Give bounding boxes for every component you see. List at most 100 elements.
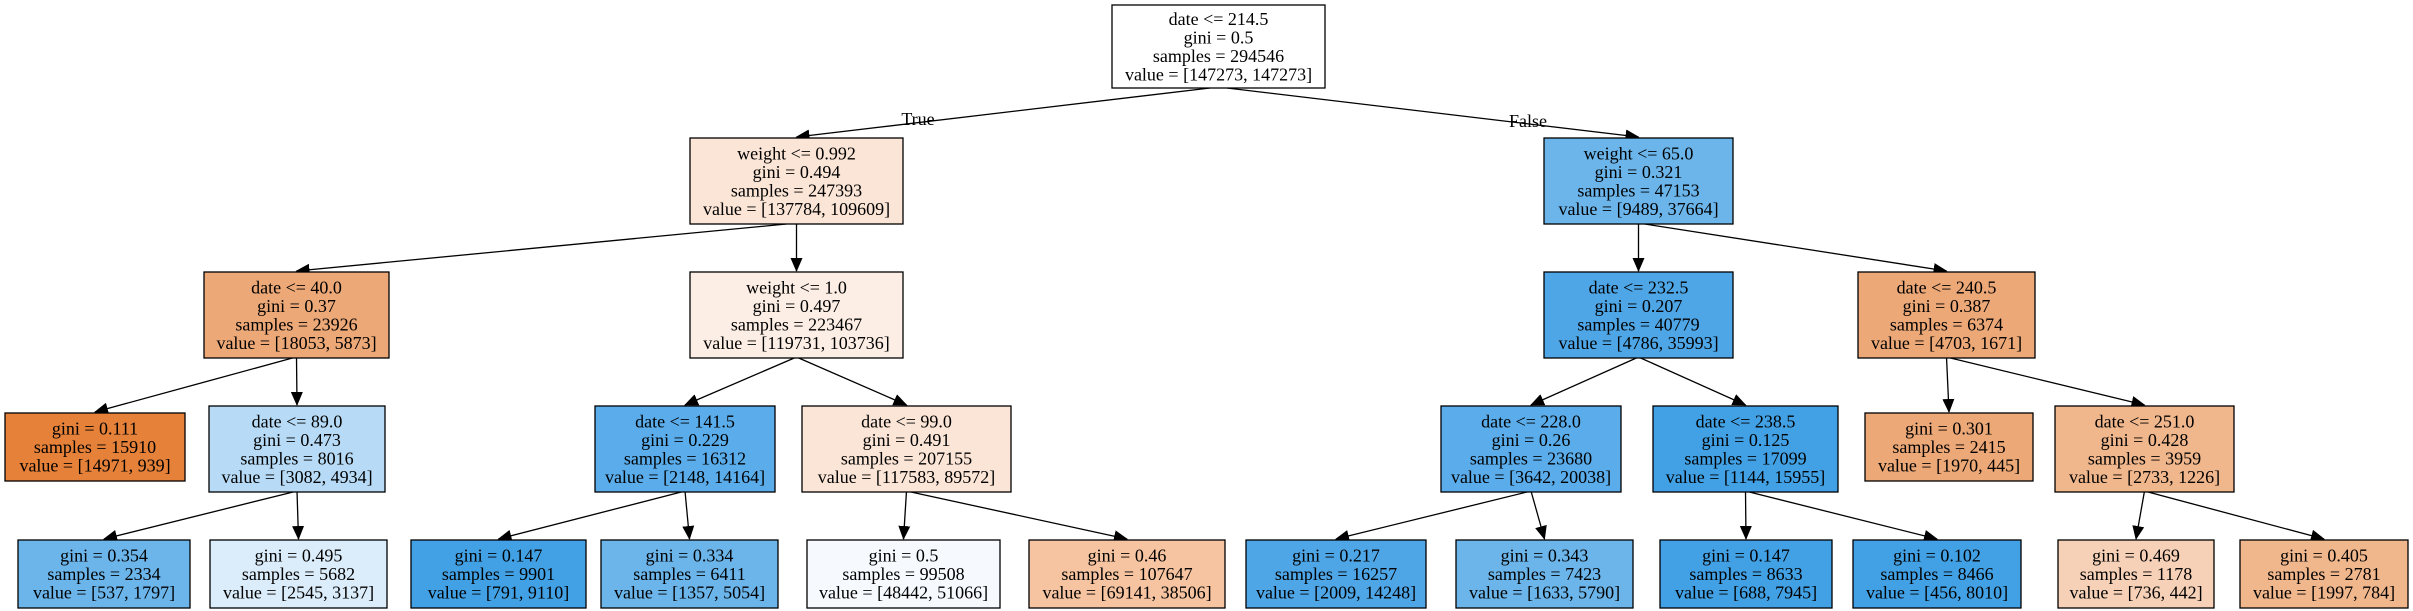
node-box <box>2057 539 2215 609</box>
edge-n1-n3 <box>295 223 787 276</box>
node-line: samples = 2415 <box>1892 437 2005 457</box>
edge-n14-n26 <box>2147 491 2325 542</box>
node-line: samples = 16312 <box>624 448 746 468</box>
node-line: gini = 0.343 <box>1501 546 1589 566</box>
node-box <box>2239 539 2409 609</box>
node-line: gini = 0.405 <box>2280 546 2368 566</box>
node-line: value = [48442, 51066] <box>819 583 988 603</box>
node-box <box>1543 137 1734 225</box>
node-line: samples = 17099 <box>1684 448 1806 468</box>
node-line: samples = 2781 <box>2267 564 2380 584</box>
node-box <box>801 405 1012 493</box>
edge-n5-n12 <box>1640 357 1747 406</box>
node-line: gini = 0.37 <box>257 296 336 316</box>
node-line: gini = 0.497 <box>753 296 841 316</box>
node-line: value = [14971, 939] <box>19 456 170 476</box>
node-line: weight <= 65.0 <box>1584 143 1694 163</box>
node-box <box>1659 539 1833 609</box>
node-line: value = [791, 9110] <box>428 583 569 603</box>
node-line: samples = 223467 <box>731 314 862 334</box>
node-line: gini = 0.5 <box>869 546 939 566</box>
node-box <box>1028 539 1226 609</box>
node-line: date <= 251.0 <box>2095 411 2195 431</box>
node-line: samples = 3959 <box>2088 448 2201 468</box>
node-line: gini = 0.301 <box>1905 419 1993 439</box>
node-line: samples = 99508 <box>842 564 964 584</box>
node-line: value = [537, 1797] <box>33 583 175 603</box>
node-line: samples = 40779 <box>1577 314 1699 334</box>
edge-n9-n18 <box>682 491 695 540</box>
node-line: samples = 207155 <box>841 448 972 468</box>
node-line: samples = 2334 <box>47 564 160 584</box>
edge-n0-n2 <box>1226 87 1640 142</box>
node-line: gini = 0.147 <box>1702 546 1790 566</box>
node-line: samples = 8466 <box>1880 564 1993 584</box>
edge-n8-n16 <box>292 491 305 540</box>
node-line: date <= 89.0 <box>252 411 343 431</box>
node-line: gini = 0.495 <box>255 546 343 566</box>
node-line: samples = 7423 <box>1488 564 1601 584</box>
edge-n11-n21 <box>1335 491 1528 542</box>
node-box <box>1455 539 1634 609</box>
node-line: value = [119731, 103736] <box>703 333 889 353</box>
node-line: gini = 0.217 <box>1292 546 1380 566</box>
node-line: gini = 0.125 <box>1702 430 1790 450</box>
node-box <box>17 539 191 609</box>
node-box <box>203 271 390 359</box>
edge-n2-n6 <box>1644 223 1948 275</box>
node-line: value = [1357, 5054] <box>614 583 765 603</box>
node-line: value = [688, 7945] <box>1675 583 1817 603</box>
node-line: samples = 8633 <box>1689 564 1802 584</box>
edge-n9-n17 <box>497 491 682 542</box>
node-line: date <= 232.5 <box>1589 277 1689 297</box>
node-line: gini = 0.5 <box>1184 27 1254 47</box>
node-box <box>209 539 388 609</box>
node-line: value = [69141, 38506] <box>1042 583 1211 603</box>
node-line: date <= 240.5 <box>1897 277 1997 297</box>
node-box <box>2054 405 2235 493</box>
edge-n14-n25 <box>2132 491 2145 540</box>
node-line: date <= 228.0 <box>1481 411 1581 431</box>
node-line: gini = 0.469 <box>2092 546 2180 566</box>
node-line: samples = 47153 <box>1577 180 1699 200</box>
node-box <box>594 405 776 493</box>
node-line: value = [3082, 4934] <box>221 467 372 487</box>
node-line: gini = 0.147 <box>455 546 543 566</box>
node-line: samples = 15910 <box>34 437 156 457</box>
node-line: value = [2009, 14248] <box>1256 583 1416 603</box>
node-line: value = [456, 8010] <box>1866 583 2008 603</box>
edge-n6-n13 <box>1942 357 1955 413</box>
node-box <box>410 539 587 609</box>
node-line: gini = 0.321 <box>1595 162 1683 182</box>
edge-n4-n9 <box>684 357 795 406</box>
node-line: value = [117583, 89572] <box>818 467 995 487</box>
node-line: value = [4786, 35993] <box>1558 333 1718 353</box>
edge-n8-n15 <box>103 491 294 542</box>
edge-n4-n10 <box>798 357 908 406</box>
node-line: samples = 8016 <box>240 448 353 468</box>
node-line: value = [137784, 109609] <box>703 199 890 219</box>
node-line: value = [147273, 147273] <box>1125 64 1312 84</box>
node-box <box>1857 271 2036 359</box>
node-line: value = [2733, 1226] <box>2069 467 2220 487</box>
node-box <box>1245 539 1427 609</box>
node-line: samples = 23926 <box>235 314 357 334</box>
